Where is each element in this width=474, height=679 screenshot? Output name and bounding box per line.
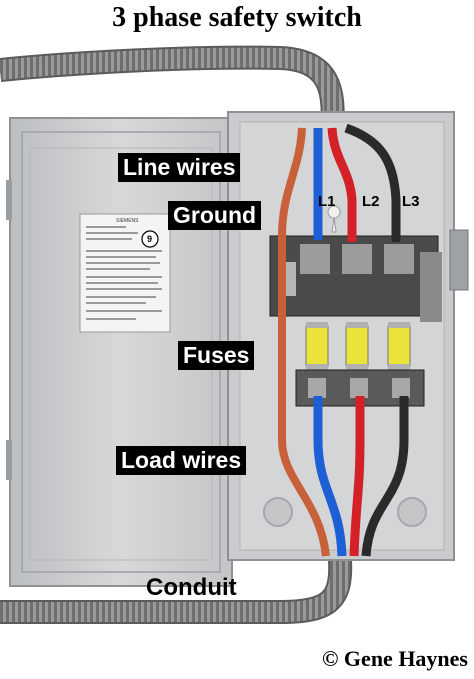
- copyright-notice: © Gene Haynes: [322, 646, 468, 671]
- line-wire-l2-red: [327, 127, 357, 242]
- load-wire-l1-blue: [313, 396, 347, 557]
- line-wire-l3-black: [344, 123, 401, 242]
- door-rating-label: SIEMENS 9: [79, 213, 171, 333]
- conduit-label: Conduit: [146, 574, 237, 601]
- load-wires-label: Load wires: [116, 446, 247, 475]
- phase-label-l2: L2: [362, 193, 380, 210]
- line-wires-label: Line wires: [118, 153, 241, 182]
- switch-mechanism: [269, 235, 442, 322]
- load-wire-l3-black: [361, 396, 409, 557]
- phase-label-l3: L3: [402, 193, 420, 210]
- ground-label: Ground: [168, 201, 262, 230]
- label-brand-text: SIEMENS: [116, 218, 139, 224]
- load-wire-l2-red: [349, 396, 365, 557]
- fuses-label: Fuses: [178, 341, 255, 370]
- phase-label-l1: L1: [318, 193, 336, 210]
- diagram-title: 3 phase safety switch: [112, 2, 362, 33]
- label-number: 9: [147, 234, 152, 244]
- enclosure-body: [227, 111, 469, 561]
- ground-wire: [278, 127, 330, 557]
- fuse-l1: [305, 322, 329, 370]
- fuse-l3: [387, 322, 411, 370]
- fuse-l2: [345, 322, 369, 370]
